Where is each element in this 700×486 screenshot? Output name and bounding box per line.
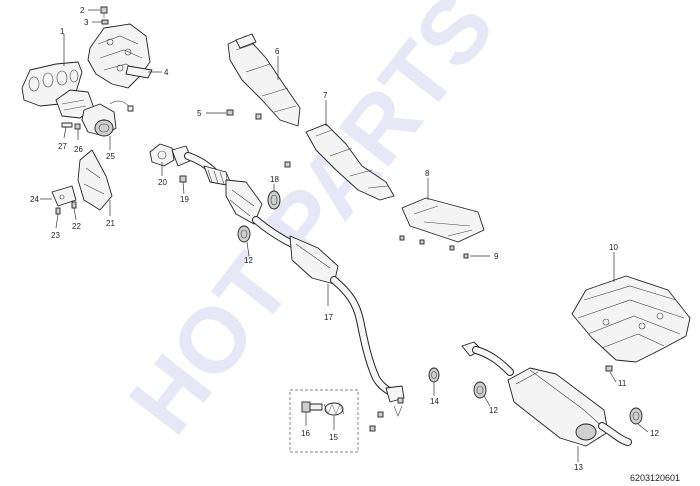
part-exhaust-manifold[interactable] [21,61,95,119]
svg-text:20: 20 [158,178,167,187]
callout-7: 7 [323,91,328,126]
svg-text:23: 23 [51,231,60,240]
callout-11: 11 [609,371,627,388]
callout-19: 19 [180,181,189,204]
callout-26: 26 [74,129,83,154]
part-shield-nut[interactable] [284,161,291,168]
part-bracket-bolt-b[interactable] [71,201,77,209]
part-joint-bolts[interactable] [369,397,404,432]
svg-text:11: 11 [618,379,627,388]
part-rear-shield-nut[interactable] [605,365,613,372]
part-washer[interactable] [101,19,109,25]
callout-12-left: 12 [244,241,253,265]
callout-9: 9 [470,252,499,261]
callout-15: 15 [329,416,338,442]
part-floor-heat-shield[interactable] [401,197,485,243]
callout-25: 25 [106,136,115,161]
svg-text:15: 15 [329,433,338,442]
callout-16: 16 [301,412,310,438]
callout-14: 14 [430,382,439,406]
svg-text:14: 14 [430,397,439,406]
svg-text:22: 22 [72,222,81,231]
svg-text:3: 3 [84,18,89,27]
part-manifold-heat-shield[interactable] [87,23,153,89]
svg-text:21: 21 [106,219,115,228]
part-rubber-hanger-upper[interactable] [267,190,281,210]
callout-17: 17 [324,284,333,322]
svg-text:25: 25 [106,152,115,161]
callout-27: 27 [58,126,67,151]
part-spring-bolt[interactable] [301,401,323,413]
part-manifold-nut[interactable] [74,123,81,130]
part-rear-muffler[interactable] [461,341,632,447]
part-shield-clip[interactable] [255,113,262,120]
callout-23: 23 [51,213,60,240]
callout-12-rear-a: 12 [483,395,498,415]
callout-20: 20 [158,162,167,187]
svg-text:2: 2 [80,6,85,15]
callout-4: 4 [148,68,169,77]
detail-box [289,389,359,453]
part-rubber-hanger-rear-a[interactable] [473,381,487,399]
svg-text:9: 9 [494,252,499,261]
part-rubber-hanger-mid[interactable] [428,367,440,383]
part-intermediate-heat-shield[interactable] [305,123,395,201]
part-front-pipe[interactable] [171,145,263,225]
svg-text:26: 26 [74,145,83,154]
svg-text:4: 4 [164,68,169,77]
part-floor-shield-bolts[interactable] [399,235,469,259]
callout-5: 5 [197,109,226,118]
callout-10: 10 [609,243,618,282]
callout-2: 2 [80,6,100,15]
svg-text:8: 8 [425,169,430,178]
svg-text:19: 19 [180,195,189,204]
part-bolt-small[interactable] [100,6,108,18]
svg-text:12: 12 [489,406,498,415]
part-support-bracket[interactable] [77,149,113,211]
part-rear-heat-shield[interactable] [571,275,691,363]
callout-22: 22 [72,207,81,231]
svg-text:12: 12 [650,429,659,438]
svg-text:6: 6 [275,47,280,56]
callout-13: 13 [574,446,583,472]
part-spring[interactable] [323,402,345,416]
part-flange-nut[interactable] [179,175,187,183]
callout-6: 6 [275,47,280,80]
part-front-catalytic-flange[interactable] [81,100,134,137]
callout-3: 3 [84,18,102,27]
svg-text:10: 10 [609,243,618,252]
svg-text:12: 12 [244,256,253,265]
callout-12-rear-b: 12 [637,423,659,438]
callout-21: 21 [106,200,115,228]
part-heat-shield-bolt[interactable] [226,109,234,116]
svg-text:5: 5 [197,109,202,118]
part-bracket-plate[interactable] [51,185,77,207]
svg-text:24: 24 [30,195,39,204]
callout-1: 1 [60,27,65,66]
part-front-heat-shield[interactable] [227,33,301,127]
svg-text:7: 7 [323,91,328,100]
part-manifold-stud[interactable] [61,122,73,128]
callout-8: 8 [425,169,430,200]
svg-text:17: 17 [324,313,333,322]
svg-text:13: 13 [574,463,583,472]
callout-24: 24 [30,195,52,204]
part-front-gasket[interactable] [149,143,175,167]
part-intermediate-pipe[interactable] [252,216,405,403]
part-bracket-bolt-a[interactable] [55,207,61,215]
svg-text:16: 16 [301,429,310,438]
part-rubber-hanger-rear-b[interactable] [629,407,643,425]
drawing-code: 6203120601 [630,473,680,483]
svg-text:1: 1 [60,27,65,36]
callout-18: 18 [270,175,279,191]
part-rubber-hanger-left[interactable] [237,225,251,243]
svg-text:18: 18 [270,175,279,184]
svg-text:27: 27 [58,142,67,151]
